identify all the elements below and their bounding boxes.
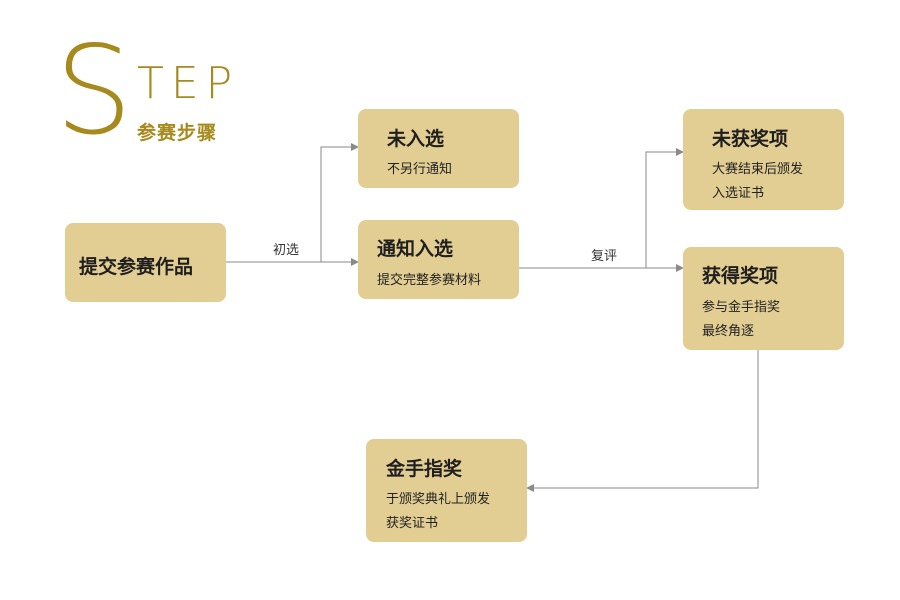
node-no-award: 未获奖项 大赛结束后颁发 入选证书 xyxy=(683,109,844,210)
node-award-line-1: 参与金手指奖 xyxy=(702,300,781,315)
header-subtitle: 参赛步骤 xyxy=(137,122,218,144)
node-selected-title: 通知入选 xyxy=(377,238,454,260)
node-not-selected-title: 未入选 xyxy=(387,128,445,150)
connector-selected-no-award xyxy=(645,148,684,268)
node-submit-title: 提交参赛作品 xyxy=(79,256,194,278)
node-golden-line-1: 于颁奖典礼上颁发 xyxy=(386,492,491,507)
node-award-title: 获得奖项 xyxy=(702,265,779,287)
connector-award-golden xyxy=(526,350,759,492)
node-submit: 提交参赛作品 xyxy=(65,223,226,302)
node-not-selected-line: 不另行通知 xyxy=(387,162,453,177)
node-award-line-2: 最终角逐 xyxy=(702,324,755,339)
node-no-award-title: 未获奖项 xyxy=(712,128,789,150)
node-no-award-line-1: 大赛结束后颁发 xyxy=(712,162,804,177)
node-not-selected: 未入选 不另行通知 xyxy=(358,109,519,188)
node-award: 获得奖项 参与金手指奖 最终角逐 xyxy=(683,247,844,350)
connector-submit-not-selected xyxy=(320,143,359,262)
node-golden-title: 金手指奖 xyxy=(386,458,463,480)
node-selected: 通知入选 提交完整参赛材料 xyxy=(358,220,519,299)
node-golden-line-2: 获奖证书 xyxy=(386,516,439,531)
node-selected-line: 提交完整参赛材料 xyxy=(377,273,482,288)
node-no-award-line-2: 入选证书 xyxy=(712,186,765,201)
edge-label-second-round: 复评 xyxy=(591,249,618,264)
edge-label-first-round: 初选 xyxy=(273,243,300,258)
node-golden: 金手指奖 于颁奖典礼上颁发 获奖证书 xyxy=(366,439,527,542)
header-big-letter: S xyxy=(55,20,133,162)
header-rest-letters: TEP xyxy=(137,58,240,109)
